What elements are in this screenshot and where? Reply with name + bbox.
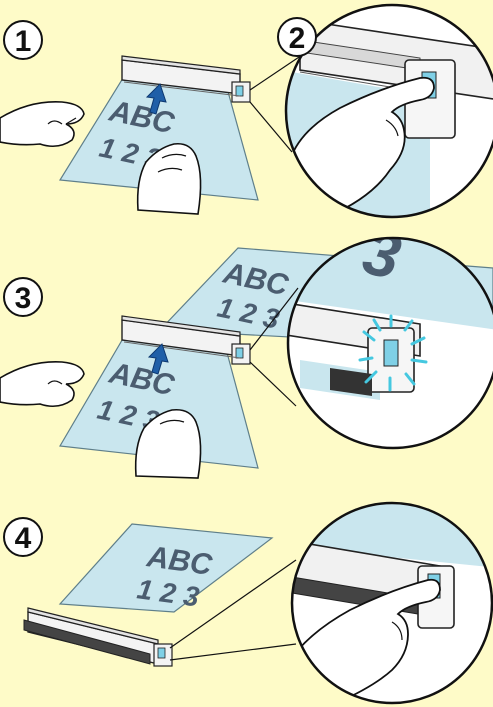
step-4-badge: 4 xyxy=(4,518,42,556)
step-2-zoom: 2 xyxy=(278,5,493,220)
step-3-number: 3 xyxy=(15,282,32,315)
scanner-icon xyxy=(24,608,172,666)
step-3-zoom: 3 xyxy=(280,215,493,448)
step-4-zoom xyxy=(286,498,493,707)
step-4-number: 4 xyxy=(15,522,32,555)
step-2-badge: 2 xyxy=(278,18,316,56)
step-1-panel: 1 ABC 1 2 3 xyxy=(0,21,308,214)
hand-icon xyxy=(0,102,84,146)
step-1-number: 1 xyxy=(15,25,32,58)
step-3-badge: 3 xyxy=(4,278,42,316)
step-4-panel: 4 ABC 1 2 3 xyxy=(4,518,296,666)
step-1-badge: 1 xyxy=(4,21,42,59)
step-2-number: 2 xyxy=(289,22,306,55)
hand-icon xyxy=(0,362,84,406)
